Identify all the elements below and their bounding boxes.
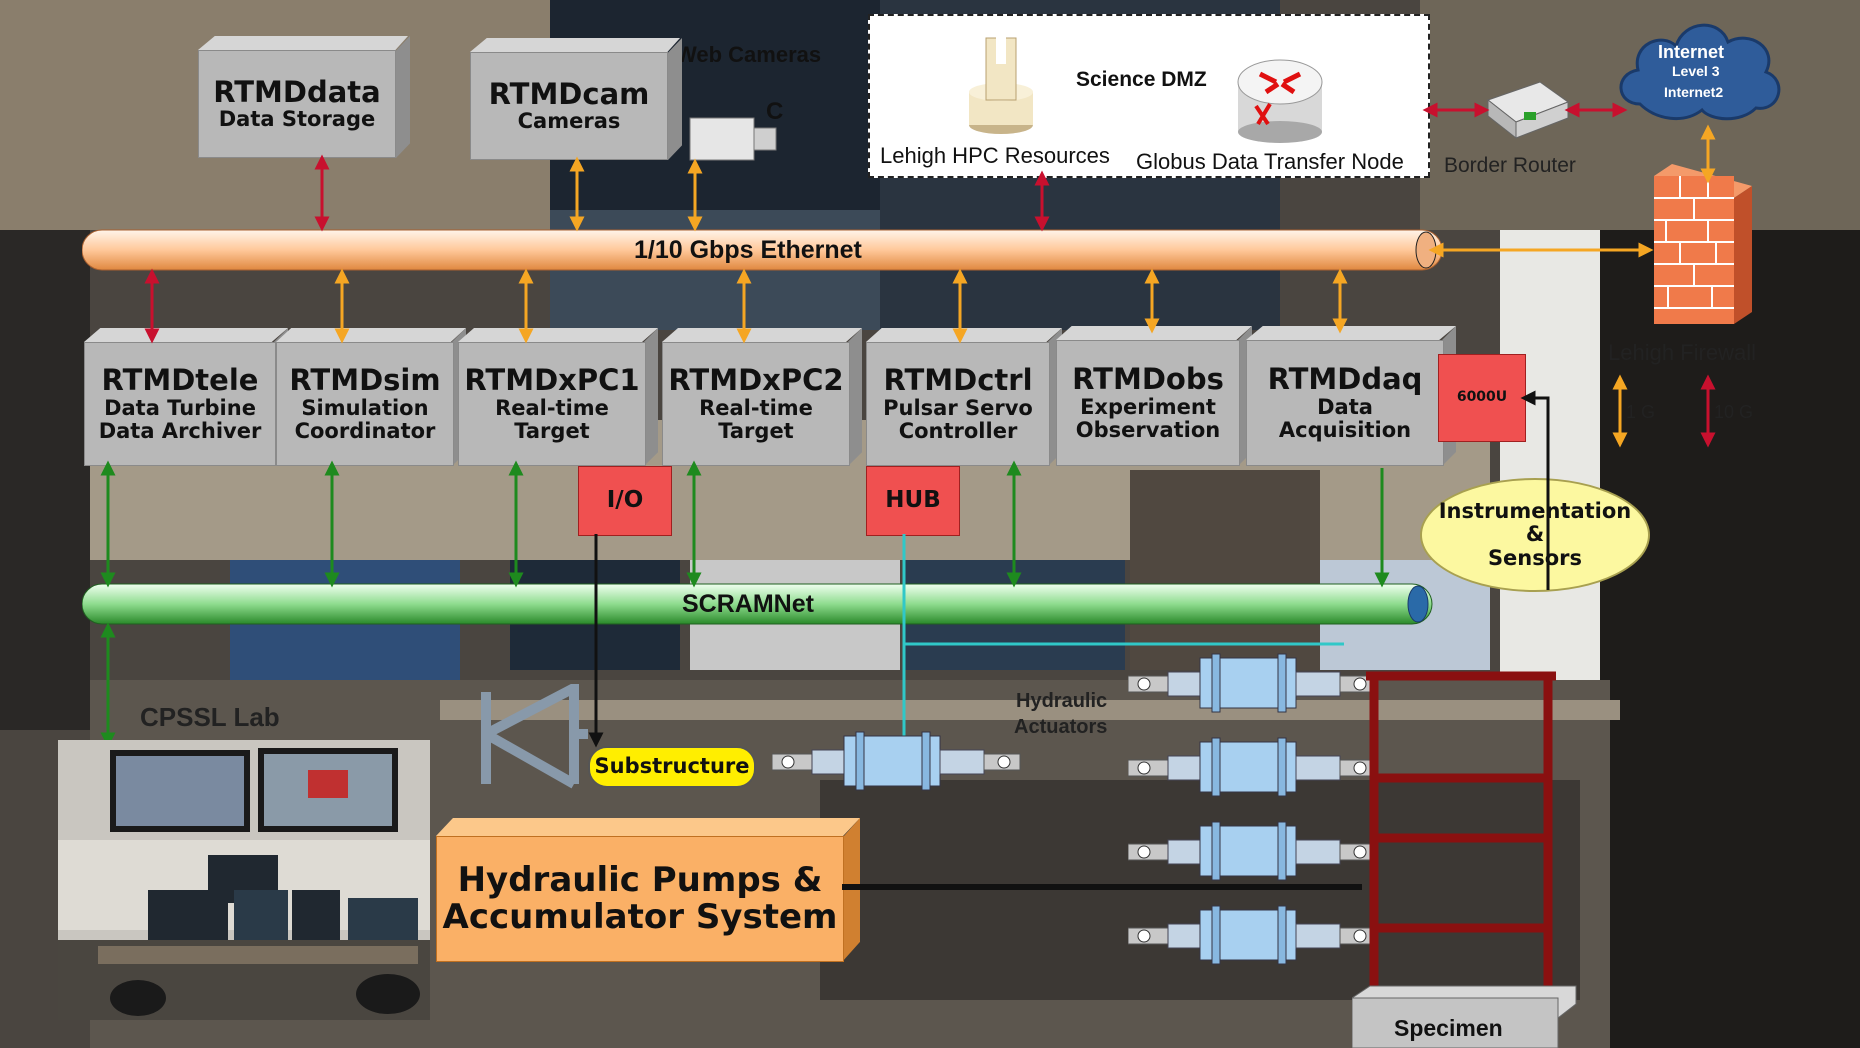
rtmdcam-box: RTMDcam Cameras bbox=[470, 38, 682, 160]
rtmdctrl-box: RTMDctrl Pulsar Servo Controller bbox=[866, 328, 1062, 466]
router-icon bbox=[1237, 59, 1323, 143]
hub-label: HUB bbox=[885, 487, 941, 514]
io-label: I/O bbox=[606, 487, 644, 514]
rtmddaq-line1: Data bbox=[1317, 394, 1373, 419]
rtmdxpc1-line1: Real-time bbox=[495, 395, 609, 420]
rtmdxpc1-title: RTMDxPC1 bbox=[464, 362, 640, 397]
hydraulic-actuators-label-2: Actuators bbox=[1014, 716, 1108, 738]
line-sensors-daq bbox=[1520, 390, 1550, 590]
rtmdtele-title: RTMDtele bbox=[101, 362, 259, 397]
rtmddata-box: RTMDdata Data Storage bbox=[198, 36, 410, 158]
link-10g-label: 10 G bbox=[1714, 402, 1754, 422]
rtmdobs-line1: Experiment bbox=[1080, 394, 1216, 419]
rtmdxpc2-box: RTMDxPC2 Real-time Target bbox=[662, 328, 862, 466]
rtmdsim-line2: Coordinator bbox=[294, 418, 436, 443]
link-1g-label: 1 G bbox=[1626, 402, 1656, 422]
substructure-frame bbox=[481, 684, 588, 789]
cpssl-lab-photo bbox=[58, 740, 430, 1020]
rtmddaq-line2: Acquisition bbox=[1278, 417, 1412, 442]
specimen-label: Specimen bbox=[1394, 1015, 1503, 1041]
actuator-icon bbox=[1128, 821, 1377, 881]
scramnet-label: SCRAMNet bbox=[682, 590, 814, 618]
rtmdctrl-line1: Pulsar Servo bbox=[883, 395, 1033, 420]
rtmdtele-line2: Data Archiver bbox=[98, 418, 262, 443]
hydraulic-pumps-box: Hydraulic Pumps & Accumulator System bbox=[436, 818, 860, 962]
daq-6000u-module: 6000U bbox=[1438, 354, 1526, 442]
instrumentation-sensors: Instrumentation & Sensors bbox=[1420, 478, 1650, 592]
rtmdxpc1-line2: Target bbox=[514, 418, 590, 443]
border-router-label: Border Router bbox=[1444, 154, 1576, 177]
rtmdxpc2-line1: Real-time bbox=[699, 395, 813, 420]
ethernet-label: 1/10 Gbps Ethernet bbox=[634, 236, 862, 264]
internet2-label: Internet2 bbox=[1664, 84, 1724, 100]
actuator-icon bbox=[1128, 653, 1377, 713]
rtmdobs-title: RTMDobs bbox=[1072, 361, 1224, 396]
rtmdobs-box: RTMDobs Experiment Observation bbox=[1056, 326, 1252, 466]
rtmdsim-title: RTMDsim bbox=[289, 362, 441, 397]
rtmdxpc2-line2: Target bbox=[718, 418, 794, 443]
sensors-label: Sensors bbox=[1487, 545, 1583, 570]
rtmdctrl-title: RTMDctrl bbox=[883, 362, 1033, 397]
substructure-tag: Substructure bbox=[588, 746, 756, 788]
rtmddata-title: RTMDdata bbox=[213, 74, 381, 109]
instrumentation-label: Instrumentation bbox=[1438, 499, 1632, 524]
specimen-frame bbox=[1352, 671, 1577, 1048]
rtmddata-subtitle: Data Storage bbox=[218, 107, 376, 132]
actuator-icon bbox=[1128, 737, 1377, 797]
web-cameras-label: Web Cameras bbox=[676, 42, 822, 67]
internet-label: Internet bbox=[1658, 42, 1725, 62]
actuator-icon bbox=[772, 731, 1021, 791]
daq-6000u-label: 6000U bbox=[1456, 389, 1508, 406]
rtmdobs-line2: Observation bbox=[1075, 417, 1221, 442]
rtmdcam-title: RTMDcam bbox=[488, 76, 650, 111]
rtmdcam-subtitle: Cameras bbox=[517, 109, 621, 134]
lehigh-firewall-label: Lehigh Firewall bbox=[1608, 340, 1756, 365]
science-dmz-panel bbox=[868, 14, 1430, 178]
rtmdxpc1-box: RTMDxPC1 Real-time Target bbox=[458, 328, 658, 466]
globus-label: Globus Data Transfer Node bbox=[1136, 149, 1404, 174]
actuator-icon bbox=[1128, 905, 1377, 965]
scramnet-bus bbox=[82, 583, 1433, 625]
rtmdsim-box: RTMDsim Simulation Coordinator bbox=[276, 328, 466, 466]
webcam-icon bbox=[689, 117, 777, 161]
cpssl-lab-label: CPSSL Lab bbox=[140, 702, 280, 732]
pumps-line1: Hydraulic Pumps & bbox=[457, 859, 823, 900]
pump-line bbox=[842, 884, 1362, 890]
io-module: I/O bbox=[578, 466, 672, 536]
rtmdxpc2-title: RTMDxPC2 bbox=[668, 362, 844, 397]
ampersand-label: & bbox=[1525, 522, 1545, 547]
cloud-icon bbox=[1619, 23, 1781, 121]
pumps-line2: Accumulator System bbox=[442, 897, 838, 937]
hydraulic-actuators-label-1: Hydraulic bbox=[1016, 690, 1108, 712]
substructure-label: Substructure bbox=[594, 754, 750, 779]
firewall-icon bbox=[1654, 164, 1752, 324]
hpc-tower-icon bbox=[969, 30, 1033, 134]
hub-module: HUB bbox=[866, 466, 960, 536]
level3-label: Level 3 bbox=[1672, 63, 1720, 79]
rtmdsim-line1: Simulation bbox=[301, 395, 429, 420]
lehigh-hpc-label: Lehigh HPC Resources bbox=[880, 143, 1110, 168]
rtmdctrl-line2: Controller bbox=[898, 418, 1018, 443]
camera-c-label: C bbox=[766, 98, 784, 125]
rtmdtele-line1: Data Turbine bbox=[104, 395, 256, 420]
science-dmz-label: Science DMZ bbox=[1076, 68, 1207, 91]
rtmddaq-title: RTMDdaq bbox=[1267, 361, 1423, 396]
border-router-icon bbox=[1486, 81, 1570, 140]
